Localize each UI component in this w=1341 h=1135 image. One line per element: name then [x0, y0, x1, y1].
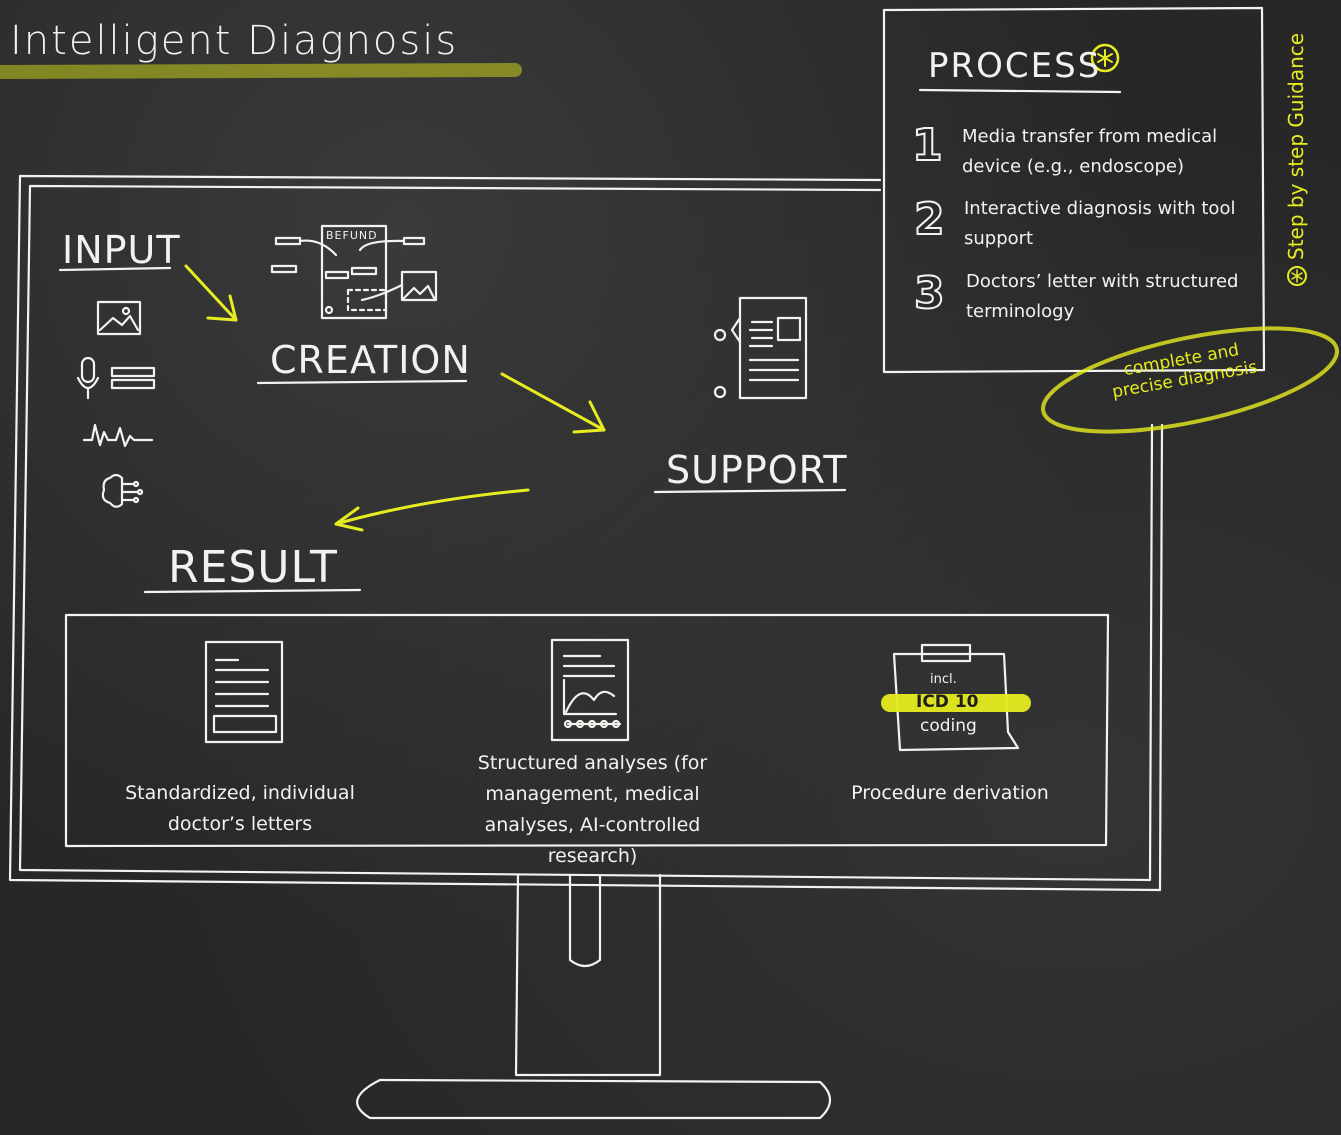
step-text: Media transfer from medical device (e.g.…	[962, 126, 1218, 177]
brain-icon	[101, 473, 144, 508]
asterisk-marker-side	[1287, 266, 1307, 286]
befund-label: BEFUND	[326, 229, 378, 242]
step-text: Interactive diagnosis with tool support	[964, 198, 1236, 249]
annotation-ellipse	[1041, 326, 1339, 434]
document-icon	[270, 224, 438, 320]
result-box	[64, 613, 1110, 848]
step-number: 2	[913, 193, 946, 246]
arrow-support-result	[334, 488, 530, 526]
stage-creation-label: CREATION	[270, 338, 471, 382]
process-box	[882, 6, 1266, 374]
monitor-base	[356, 1078, 832, 1120]
arrow-creation-support	[500, 372, 606, 432]
icd-code-label: ICD 10	[916, 692, 979, 712]
page-title: Intelligent Diagnosis	[10, 18, 459, 64]
icd-incl-label: incl.	[930, 672, 957, 687]
waveform-icon	[82, 423, 154, 448]
step-number: 1	[911, 119, 944, 172]
arrow-input-creation	[184, 264, 238, 322]
chart-document-icon	[550, 638, 630, 742]
monitor-frame	[8, 174, 1164, 892]
title-highlight	[0, 63, 522, 79]
support-document-icon	[713, 296, 808, 400]
document-icon	[204, 640, 284, 744]
step-text: Doctors’ letter with structured terminol…	[966, 271, 1239, 322]
step-number: 3	[913, 267, 946, 320]
process-title: PROCESS	[928, 46, 1102, 86]
result-caption: Structured analyses (for management, med…	[477, 752, 708, 867]
result-caption: Procedure derivation	[851, 782, 1049, 804]
stage-result-label: RESULT	[168, 542, 338, 593]
result-caption: Standardized, individual doctor’s letter…	[125, 782, 355, 835]
text-lines-icon	[110, 366, 156, 390]
clipboard-icon	[892, 643, 1020, 752]
microphone-icon	[76, 356, 100, 400]
asterisk-marker	[1090, 43, 1120, 73]
monitor-stand	[514, 873, 662, 1077]
step-guidance-label: Step by step Guidance	[1284, 32, 1308, 260]
stage-support-label: SUPPORT	[666, 448, 848, 492]
image-icon	[96, 300, 142, 336]
stage-input-label: INPUT	[62, 228, 181, 272]
icd-coding-label: coding	[920, 716, 977, 736]
